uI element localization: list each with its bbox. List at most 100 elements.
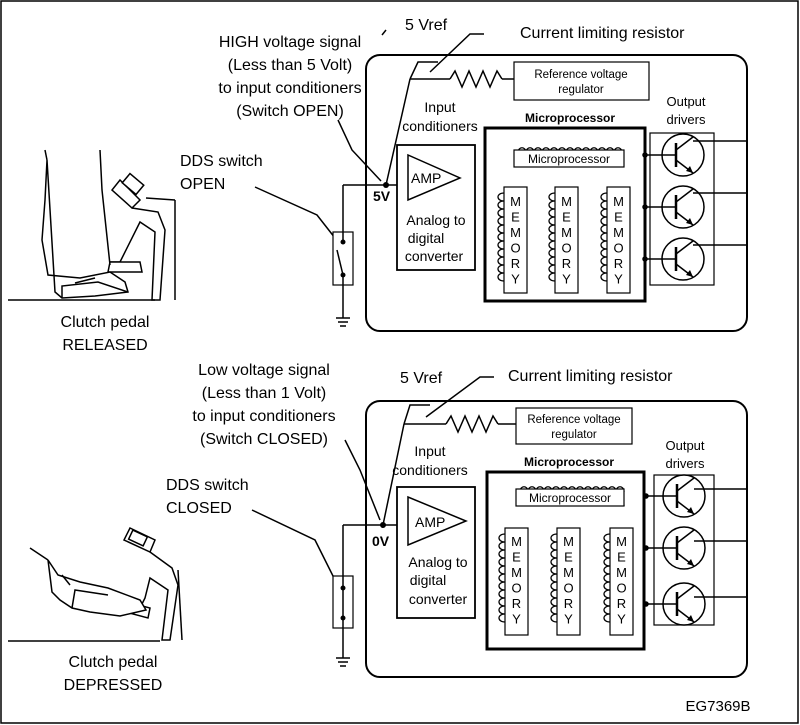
amp-triangle [407, 153, 462, 202]
memory-letter: O [613, 241, 623, 256]
regulator-label-line2: regulator [558, 84, 604, 96]
transistor-2 [660, 525, 707, 571]
output-drivers-line1: Output [665, 438, 704, 453]
memory-letter: R [617, 596, 626, 611]
signal-label-line3: to input conditioners [192, 408, 335, 425]
panel-depressed: Low voltage signal (Less than 1 Volt) to… [8, 362, 748, 694]
signal-label-line2: (Less than 1 Volt) [202, 385, 327, 402]
memory-chip-1 [497, 186, 528, 294]
memory-letter: M [563, 565, 574, 580]
microprocessor-heading: Microprocessor [525, 111, 615, 125]
converter-line1: Analog to [408, 554, 467, 570]
vref-label: 5 Vref [400, 370, 443, 387]
output-drivers-line2: drivers [665, 456, 705, 471]
memory-letter: O [511, 581, 521, 596]
converter-line3: converter [409, 591, 468, 607]
memory-chip-3 [603, 527, 634, 636]
memory-letter: Y [562, 272, 571, 287]
signal-label-line2: (Less than 5 Volt) [228, 57, 353, 74]
vref-label: 5 Vref [405, 17, 448, 34]
memory-letter: M [613, 225, 624, 240]
memory-letter: R [564, 596, 573, 611]
dds-switch-open [332, 231, 354, 286]
amp-label: AMP [411, 170, 441, 186]
memory-letter: R [614, 256, 623, 271]
memory-chip-2 [548, 186, 579, 294]
signal-label-line1: HIGH voltage signal [219, 34, 361, 51]
clutch-pedal-released-illustration [8, 149, 176, 301]
amp-triangle [407, 495, 468, 547]
node-voltage: 0V [372, 533, 390, 549]
node-voltage: 5V [373, 188, 391, 204]
transistor-3 [660, 581, 707, 627]
regulator-box [515, 407, 633, 445]
resistor-label: Current limiting resistor [520, 25, 685, 42]
signal-label-line4: (Switch OPEN) [236, 103, 344, 120]
output-lines [642, 140, 747, 262]
output-drivers-line1: Output [666, 94, 705, 109]
switch-label-line1: DDS switch [180, 153, 263, 170]
memory-letter: O [616, 581, 626, 596]
clutch-pedal-depressed-illustration [8, 527, 183, 642]
memory-letter: Y [512, 612, 521, 627]
memory-letter: O [510, 241, 520, 256]
ecu-frame [365, 400, 748, 678]
switch-label-line2: CLOSED [166, 500, 232, 517]
output-lines [643, 488, 747, 607]
converter-line2: digital [410, 572, 447, 588]
memory-chip-1 [498, 527, 529, 636]
memory-letter: E [562, 210, 571, 225]
memory-letter: M [563, 534, 574, 549]
memory-letter: M [616, 565, 627, 580]
memory-letter: E [614, 210, 623, 225]
microprocessor-chip [515, 488, 625, 507]
memory-letter: Y [511, 272, 520, 287]
signal-node-dot [380, 522, 386, 528]
memory-letter: Y [614, 272, 623, 287]
input-conditioners-line1: Input [414, 443, 445, 459]
dds-switch-closed [332, 575, 354, 629]
switch-label-line2: OPEN [180, 176, 225, 193]
input-conditioners-line2: conditioners [402, 118, 478, 134]
memory-letter: M [613, 194, 624, 209]
pedal-label-line1: Clutch pedal [69, 654, 158, 671]
memory-letter: E [511, 210, 520, 225]
memory-letter: R [511, 256, 520, 271]
regulator-label-line2: regulator [551, 429, 597, 441]
signal-label-line3: to input conditioners [218, 80, 361, 97]
memory-letter: M [561, 194, 572, 209]
memory-letter: M [510, 194, 521, 209]
memory-letter: M [511, 565, 522, 580]
memory-letter: R [562, 256, 571, 271]
microprocessor-chip-label: Microprocessor [528, 152, 610, 166]
memory-letter: E [564, 550, 573, 565]
resistor-label: Current limiting resistor [508, 368, 673, 385]
regulator-label-line1: Reference voltage [527, 414, 620, 426]
panel-released: HIGH voltage signal (Less than 5 Volt) t… [8, 17, 748, 354]
pedal-label-line2: RELEASED [62, 337, 147, 354]
memory-letter: O [561, 241, 571, 256]
converter-line3: converter [405, 248, 464, 264]
microprocessor-heading: Microprocessor [524, 455, 614, 469]
memory-letter: M [510, 225, 521, 240]
transistor-1 [660, 473, 707, 519]
input-conditioners-line2: conditioners [392, 462, 468, 478]
memory-letter: E [512, 550, 521, 565]
regulator-box [513, 61, 650, 101]
microprocessor-chip [513, 149, 625, 168]
memory-letter: M [561, 225, 572, 240]
switch-label-line1: DDS switch [166, 477, 249, 494]
memory-letter: E [617, 550, 626, 565]
memory-letter: Y [617, 612, 626, 627]
output-drivers-line2: drivers [666, 112, 706, 127]
memory-chip-3 [600, 186, 631, 294]
memory-chip-2 [550, 527, 581, 636]
pedal-label-line2: DEPRESSED [64, 677, 163, 694]
microprocessor-chip-label: Microprocessor [529, 491, 611, 505]
signal-label-line1: Low voltage signal [198, 362, 330, 379]
